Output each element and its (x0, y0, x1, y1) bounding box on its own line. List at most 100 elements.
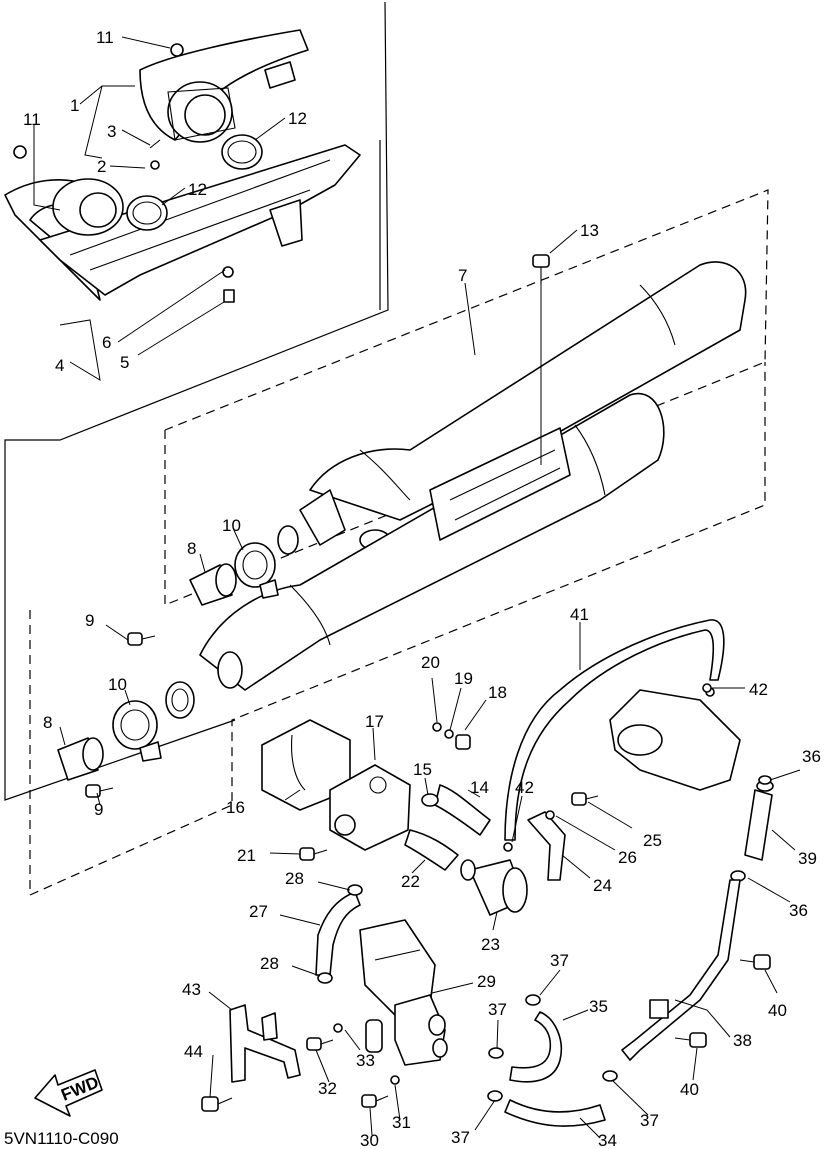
clip-42-a (702, 683, 712, 693)
callout-42a: 42 (749, 680, 768, 699)
rear-exhaust-pipe (4, 144, 361, 303)
callout-40b: 40 (680, 1080, 699, 1099)
clip-28-a (347, 884, 363, 896)
clip-28-b (317, 972, 333, 984)
clip-42-b (503, 842, 513, 852)
callout-17: 17 (365, 712, 384, 731)
bracket-24 (527, 811, 566, 881)
gasket-12-upper (221, 134, 263, 170)
callout-1: 1 (70, 96, 79, 115)
callout-33: 33 (356, 1051, 375, 1070)
callout-35: 35 (589, 997, 608, 1016)
callout-37b: 37 (488, 1000, 507, 1019)
clamp-10-upper (234, 542, 279, 599)
hose-35 (509, 1011, 562, 1083)
callout-41: 41 (570, 605, 589, 624)
callout-28b: 28 (260, 954, 279, 973)
washer-33 (333, 1019, 383, 1053)
callout-9b: 9 (94, 800, 103, 819)
bolt-25 (571, 792, 599, 806)
bolt-9-lower (85, 784, 114, 798)
bolt-21 (299, 847, 328, 861)
callout-11b: 11 (23, 110, 41, 129)
clip-36-a (758, 775, 772, 785)
callout-13: 13 (580, 221, 599, 240)
callout-8a: 8 (187, 539, 196, 558)
callout-5: 5 (120, 353, 129, 372)
callout-37a: 37 (550, 951, 569, 970)
bolt-40-a (739, 954, 771, 970)
callout-22: 22 (401, 872, 420, 891)
valve-bracket-29 (359, 919, 448, 1066)
leader-lines (33, 36, 801, 1139)
gasket-12-lower (126, 195, 168, 231)
callout-26: 26 (618, 848, 637, 867)
bolt-32 (306, 1037, 334, 1051)
valve-23 (460, 859, 528, 916)
clip-15 (421, 793, 439, 807)
bolt-30 (361, 1094, 389, 1108)
washer-26 (545, 810, 555, 820)
mount-bolt-13 (532, 254, 550, 465)
callout-10a: 10 (222, 516, 241, 535)
callout-40a: 40 (768, 1001, 787, 1020)
hose-34 (504, 1099, 606, 1127)
callout-8b: 8 (43, 713, 52, 732)
callout-20: 20 (421, 653, 440, 672)
clip-37-d (487, 1090, 503, 1102)
callout-6: 6 (102, 333, 111, 352)
callout-21: 21 (237, 846, 256, 865)
callout-9a: 9 (85, 611, 94, 630)
solid-frame-lines (4, 1, 389, 801)
diagram-code: 5VN1110-C090 (4, 1129, 119, 1148)
callout-labels: 11 1 3 2 11 12 12 6 4 5 13 7 10 8 9 10 8… (23, 28, 821, 1149)
callout-28a: 28 (285, 869, 304, 888)
hose-14 (434, 784, 491, 836)
bolt-9-upper (127, 632, 156, 646)
callout-15: 15 (413, 760, 432, 779)
callout-43: 43 (182, 980, 201, 999)
callout-38: 38 (733, 1031, 752, 1050)
callout-37c: 37 (640, 1111, 659, 1130)
clip-37-b (488, 1047, 504, 1059)
muffler-upper (277, 261, 747, 555)
pipe-38 (621, 879, 741, 1061)
front-exhaust-pipe (139, 29, 309, 170)
hose-41 (504, 619, 725, 841)
callout-30: 30 (360, 1131, 379, 1149)
callout-7: 7 (458, 266, 467, 285)
bracket-43 (229, 1004, 301, 1083)
callout-32: 32 (318, 1079, 337, 1098)
clamp-10-lower (112, 700, 162, 762)
joint-8-lower (57, 737, 104, 781)
bolt-40-b (674, 1032, 707, 1048)
parts-18-19-20 (432, 722, 471, 750)
muffler-lower (165, 392, 665, 719)
callout-14: 14 (470, 778, 489, 797)
callout-27: 27 (249, 902, 268, 921)
callout-18: 18 (488, 683, 507, 702)
callout-16: 16 (226, 798, 245, 817)
callout-36b: 36 (789, 901, 808, 920)
callout-23: 23 (481, 935, 500, 954)
hose-39 (744, 780, 774, 861)
callout-42b: 42 (515, 778, 534, 797)
callout-44: 44 (184, 1042, 203, 1061)
joint-8-upper (189, 563, 237, 606)
intake-joint (609, 687, 741, 791)
callout-31: 31 (392, 1113, 411, 1132)
callout-24: 24 (593, 876, 612, 895)
reed-valve-17 (329, 764, 411, 851)
forward-arrow-icon: FWD (34, 1069, 103, 1117)
callout-25: 25 (643, 831, 662, 850)
dashed-frame-lines (29, 189, 769, 896)
callout-4: 4 (55, 356, 64, 375)
callout-11a: 11 (96, 28, 114, 47)
callout-19: 19 (454, 669, 473, 688)
washer-31 (390, 1075, 400, 1085)
callout-12a: 12 (288, 109, 307, 128)
callout-10b: 10 (108, 675, 127, 694)
callout-12b: 12 (188, 180, 207, 199)
